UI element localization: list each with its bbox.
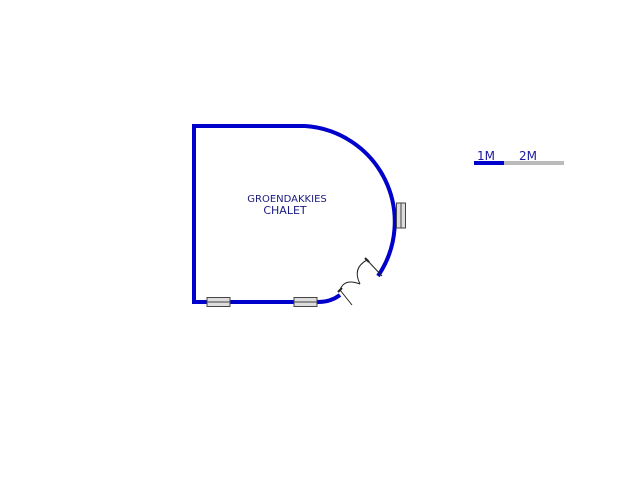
window-bottom-right <box>293 297 318 307</box>
door-leaf-upper <box>366 259 383 277</box>
scale-bar: 1M 2M <box>474 149 564 165</box>
scale-label-1m: 1M <box>477 149 495 163</box>
room-name-line2: CHALET <box>263 204 307 217</box>
door-swing-lower <box>339 281 361 291</box>
chalet-wall-outline <box>192 124 342 305</box>
door-swing-upper <box>356 259 368 285</box>
double-door <box>337 257 383 306</box>
door-leaf-lower <box>339 289 353 306</box>
window-curved-wall <box>396 202 406 229</box>
window-bottom-left <box>206 297 231 307</box>
scale-label-2m: 2M <box>519 149 537 163</box>
chalet-curved-wall <box>304 124 397 278</box>
room-name-line1: GROENDAKKIES <box>247 194 326 205</box>
